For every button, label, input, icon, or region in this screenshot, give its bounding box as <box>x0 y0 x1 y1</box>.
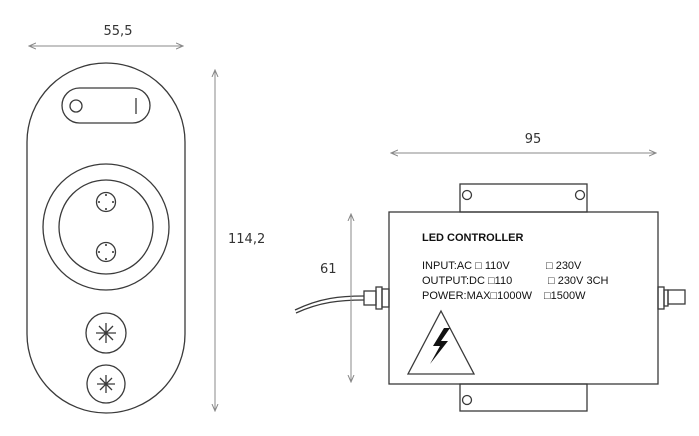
high-voltage-warning-icon <box>406 309 476 375</box>
up-button-icon <box>95 191 117 213</box>
input-spec-alt: □ 230V <box>546 260 582 272</box>
remote-height-label: 114,2 <box>228 232 265 247</box>
controller-width-label: 95 <box>525 132 542 147</box>
bottom-mounting-tab <box>459 383 588 412</box>
input-cable <box>294 295 365 311</box>
remote-body <box>26 62 186 414</box>
controller-title: LED CONTROLLER <box>422 232 523 244</box>
led-controller: LED CONTROLLER INPUT:AC □ 110V □ 230V OU… <box>294 183 686 412</box>
off-symbol-icon <box>69 99 83 113</box>
asterisk-button-2 <box>86 364 126 404</box>
input-cable-edge <box>295 299 365 314</box>
power-switch <box>61 87 151 124</box>
asterisk-button-1 <box>85 312 127 354</box>
mount-hole <box>461 189 473 201</box>
power-spec-alt: □1500W <box>544 290 586 302</box>
output-spec: OUTPUT:DC □110 <box>422 275 512 287</box>
mount-hole <box>461 394 473 406</box>
down-button-icon <box>95 241 117 263</box>
right-connector <box>657 286 686 310</box>
output-spec-alt: □ 230V 3CH <box>548 275 609 287</box>
mount-hole <box>574 189 586 201</box>
input-spec: INPUT:AC □ 110V <box>422 260 510 272</box>
touch-ring-outer <box>42 163 170 291</box>
controller-height-label: 61 <box>320 262 337 277</box>
left-connector <box>363 286 390 310</box>
power-spec: POWER:MAX□1000W <box>422 290 533 302</box>
remote-width-label: 55,5 <box>104 24 133 39</box>
touch-ring-inner <box>58 179 154 275</box>
top-mounting-tab <box>459 183 588 213</box>
remote-control <box>26 62 186 414</box>
